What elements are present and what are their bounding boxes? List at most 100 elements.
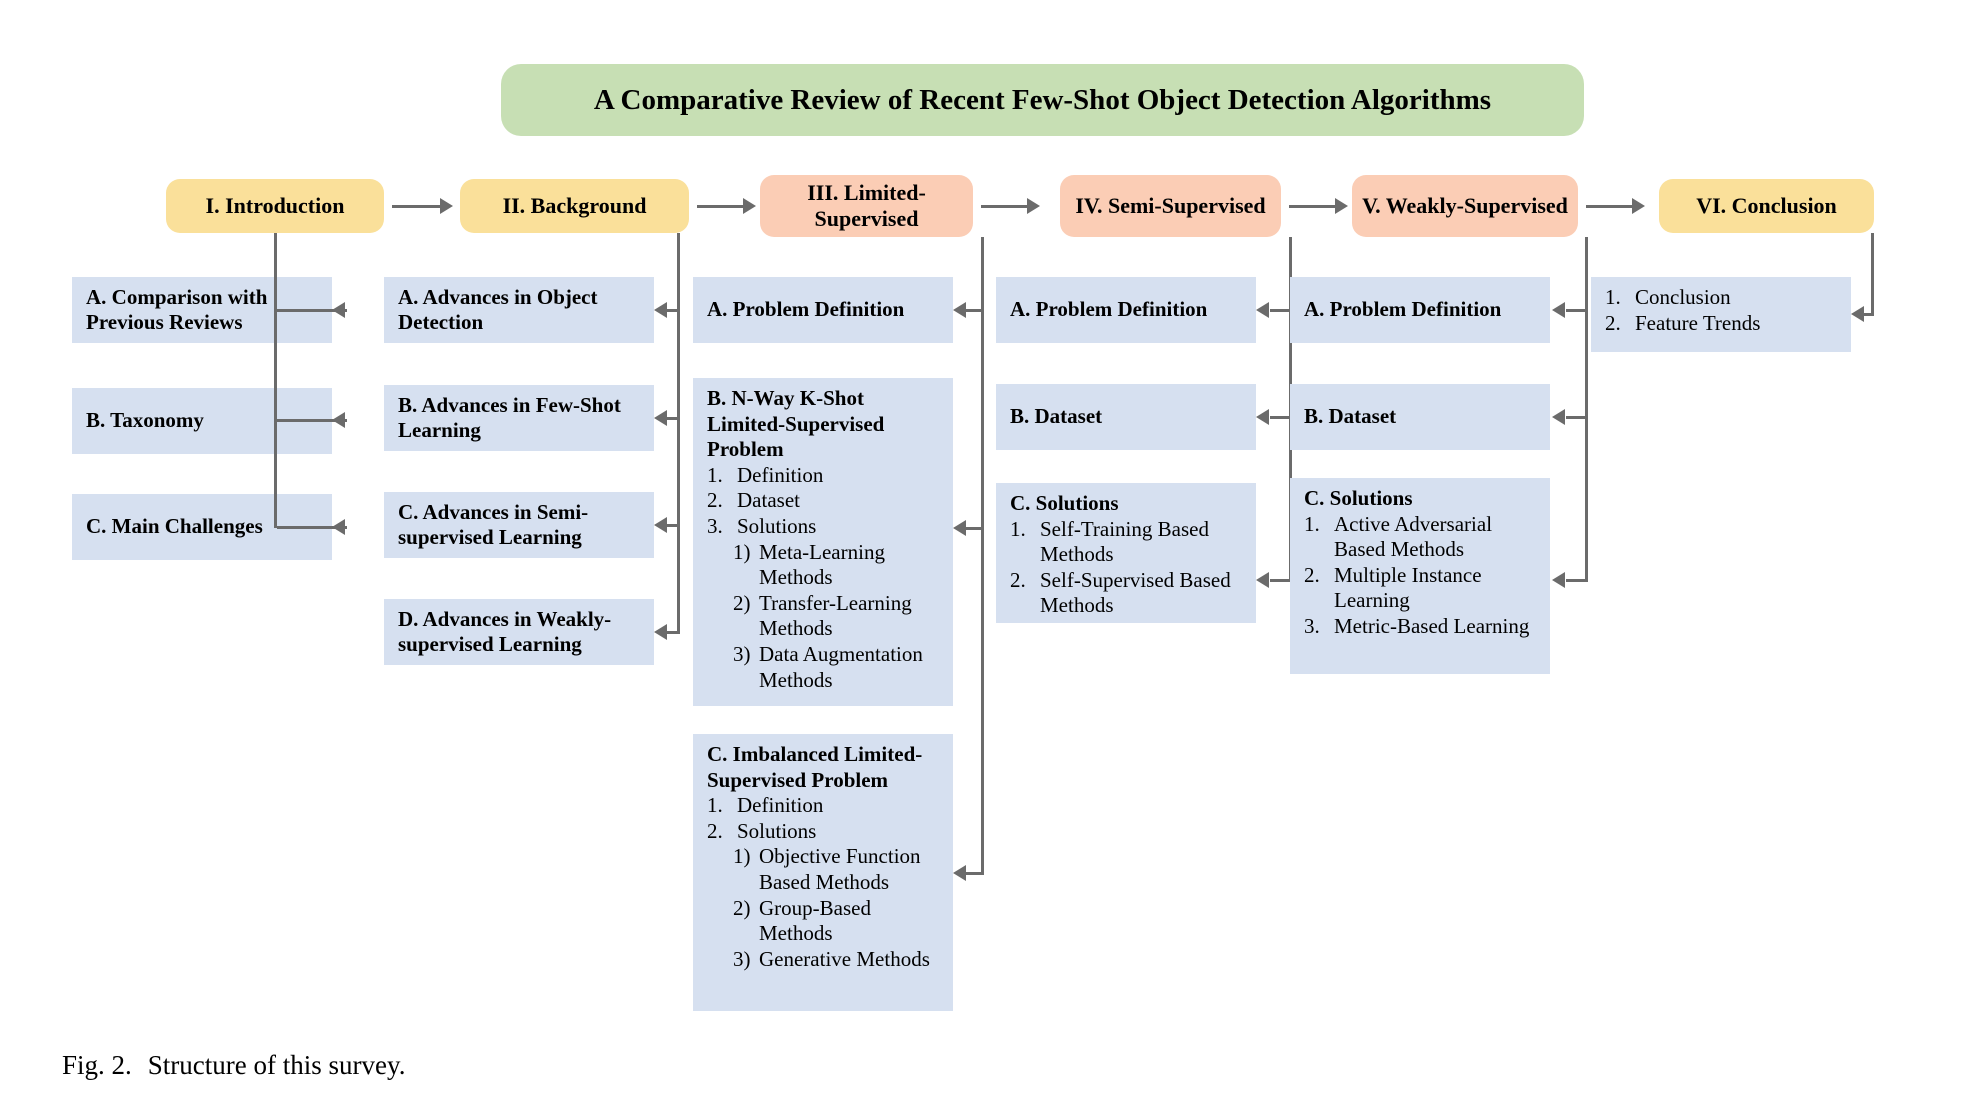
background-arrow-a bbox=[654, 302, 667, 318]
intro-connector-spine bbox=[274, 233, 277, 528]
section-box-semi-a[interactable]: A. Problem Definition bbox=[996, 277, 1256, 343]
section-box-background-b[interactable]: B. Advances in Few-Shot Learning bbox=[384, 385, 654, 451]
list-item-number: 1) bbox=[733, 539, 751, 564]
background-branch-a bbox=[666, 309, 680, 312]
weakly-branch-c bbox=[1566, 579, 1588, 582]
semi-branch-c bbox=[1270, 579, 1292, 582]
weakly-arrow-b bbox=[1552, 409, 1565, 425]
list-item-text: Generative Methods bbox=[759, 946, 930, 971]
list-item-number: 1) bbox=[733, 844, 751, 869]
list-item-text: Solutions bbox=[737, 818, 817, 843]
limited-arrow-a bbox=[953, 302, 966, 318]
chapter-box-semi-supervised[interactable]: IV. Semi-Supervised bbox=[1060, 175, 1281, 237]
intro-branch-a bbox=[277, 309, 347, 312]
list-item: 1.Active Adversarial Based Methods bbox=[1304, 512, 1538, 563]
intro-branch-b bbox=[277, 419, 347, 422]
chapter-box-introduction[interactable]: I. Introduction bbox=[166, 179, 384, 233]
list-item-text: Objective Function Based Methods bbox=[759, 844, 921, 895]
list-item-text: Data Augmentation Methods bbox=[759, 642, 923, 692]
flow-arrow-head-4 bbox=[1335, 198, 1348, 214]
weakly-connector-spine bbox=[1585, 237, 1588, 582]
section-box-background-c[interactable]: C. Advances in Semi-supervised Learning bbox=[384, 492, 654, 558]
limited-branch-a bbox=[966, 309, 984, 312]
intro-branch-c bbox=[277, 526, 347, 529]
section-item-list: 1. Self-Training Based Methods 2. Self-Supe… bbox=[1010, 517, 1244, 619]
list-item-text: Transfer-Learning Methods bbox=[759, 590, 912, 641]
chapter-box-limited-supervised[interactable]: III. Limited-Supervised bbox=[760, 175, 973, 237]
list-item: 2.Feature Trends bbox=[1605, 311, 1839, 337]
section-box-semi-b[interactable]: B. Dataset bbox=[996, 384, 1256, 450]
conclusion-arrow bbox=[1851, 306, 1864, 322]
section-box-limited-b[interactable]: B. N-Way K-Shot Limited-Supervised Probl… bbox=[693, 378, 953, 706]
list-item: 2)Group-Based Methods bbox=[707, 896, 941, 947]
caption-text: Structure of this survey. bbox=[147, 1050, 406, 1080]
flow-arrow-line-1 bbox=[392, 205, 442, 208]
list-item-text: Self-Supervised Based Methods bbox=[1040, 567, 1231, 618]
list-item: 3.Metric-Based Learning bbox=[1304, 614, 1538, 640]
flow-arrow-head-5 bbox=[1632, 198, 1645, 214]
list-item-text: Conclusion bbox=[1635, 285, 1731, 309]
list-item-number: 1. bbox=[707, 462, 723, 487]
chapter-label: V. Weakly-Supervised bbox=[1362, 193, 1568, 219]
background-branch-d bbox=[666, 631, 680, 634]
flow-arrow-line-4 bbox=[1289, 205, 1337, 208]
list-item-text: Definition bbox=[737, 793, 824, 818]
chapter-box-weakly-supervised[interactable]: V. Weakly-Supervised bbox=[1352, 175, 1578, 237]
list-item-number: 3) bbox=[733, 946, 751, 971]
section-heading: A. Problem Definition bbox=[707, 297, 905, 322]
list-item-text: Solutions bbox=[737, 514, 817, 539]
flow-arrow-head-1 bbox=[440, 198, 453, 214]
background-branch-c bbox=[666, 524, 680, 527]
list-item-number: 2. bbox=[707, 488, 723, 513]
background-branch-b bbox=[666, 417, 680, 420]
figure-caption: Fig. 2.Structure of this survey. bbox=[62, 1050, 405, 1081]
list-item: 2. Dataset bbox=[707, 488, 941, 514]
list-item-number: 2. bbox=[1304, 562, 1320, 587]
section-heading: A. Problem Definition bbox=[1010, 297, 1208, 322]
list-item-number: 3) bbox=[733, 642, 751, 667]
section-box-limited-a[interactable]: A. Problem Definition bbox=[693, 277, 953, 343]
section-heading: A. Advances in Object Detection bbox=[398, 284, 598, 334]
conclusion-connector-vertical bbox=[1871, 233, 1874, 316]
section-box-background-d[interactable]: D. Advances in Weakly-supervised Learnin… bbox=[384, 599, 654, 665]
section-box-weakly-c[interactable]: C. Solutions 1.Active Adversarial Based … bbox=[1290, 478, 1550, 674]
chapter-box-conclusion[interactable]: VI. Conclusion bbox=[1659, 179, 1874, 233]
flow-arrow-line-5 bbox=[1586, 205, 1634, 208]
chapter-label: II. Background bbox=[502, 193, 647, 219]
flow-arrow-head-2 bbox=[743, 198, 756, 214]
list-item: 2. Solutions bbox=[707, 819, 941, 845]
limited-arrow-c bbox=[953, 865, 966, 881]
section-box-semi-c[interactable]: C. Solutions 1. Self-Training Based Metho… bbox=[996, 483, 1256, 623]
list-item: 1. Self-Training Based Methods bbox=[1010, 517, 1244, 568]
section-heading: C. Solutions bbox=[1010, 491, 1119, 515]
list-item-number: 1. bbox=[1010, 516, 1026, 541]
flow-arrow-head-3 bbox=[1027, 198, 1040, 214]
weakly-arrow-c bbox=[1552, 572, 1565, 588]
section-box-weakly-b[interactable]: B. Dataset bbox=[1290, 384, 1550, 450]
list-item-number: 2) bbox=[733, 590, 751, 615]
section-heading: B. Taxonomy bbox=[86, 408, 204, 433]
weakly-branch-b bbox=[1566, 416, 1588, 419]
chapter-box-background[interactable]: II. Background bbox=[460, 179, 689, 233]
list-item-number: 2. bbox=[1010, 567, 1026, 592]
list-item-text: Self-Training Based Methods bbox=[1040, 516, 1209, 567]
background-arrow-c bbox=[654, 517, 667, 533]
background-arrow-d bbox=[654, 624, 667, 640]
list-item-number: 2. bbox=[707, 818, 723, 843]
list-item-number: 3. bbox=[707, 514, 723, 539]
limited-arrow-b bbox=[953, 520, 966, 536]
semi-branch-a bbox=[1270, 309, 1292, 312]
section-box-limited-c[interactable]: C. Imbalanced Limited-Supervised Problem… bbox=[693, 734, 953, 1011]
section-box-background-a[interactable]: A. Advances in Object Detection bbox=[384, 277, 654, 343]
semi-arrow-c bbox=[1256, 572, 1269, 588]
list-item-text: Feature Trends bbox=[1635, 310, 1761, 335]
chapter-label: VI. Conclusion bbox=[1696, 193, 1837, 219]
section-box-weakly-a[interactable]: A. Problem Definition bbox=[1290, 277, 1550, 343]
list-item-text: Definition bbox=[737, 462, 824, 487]
list-item-text: Dataset bbox=[737, 488, 800, 513]
